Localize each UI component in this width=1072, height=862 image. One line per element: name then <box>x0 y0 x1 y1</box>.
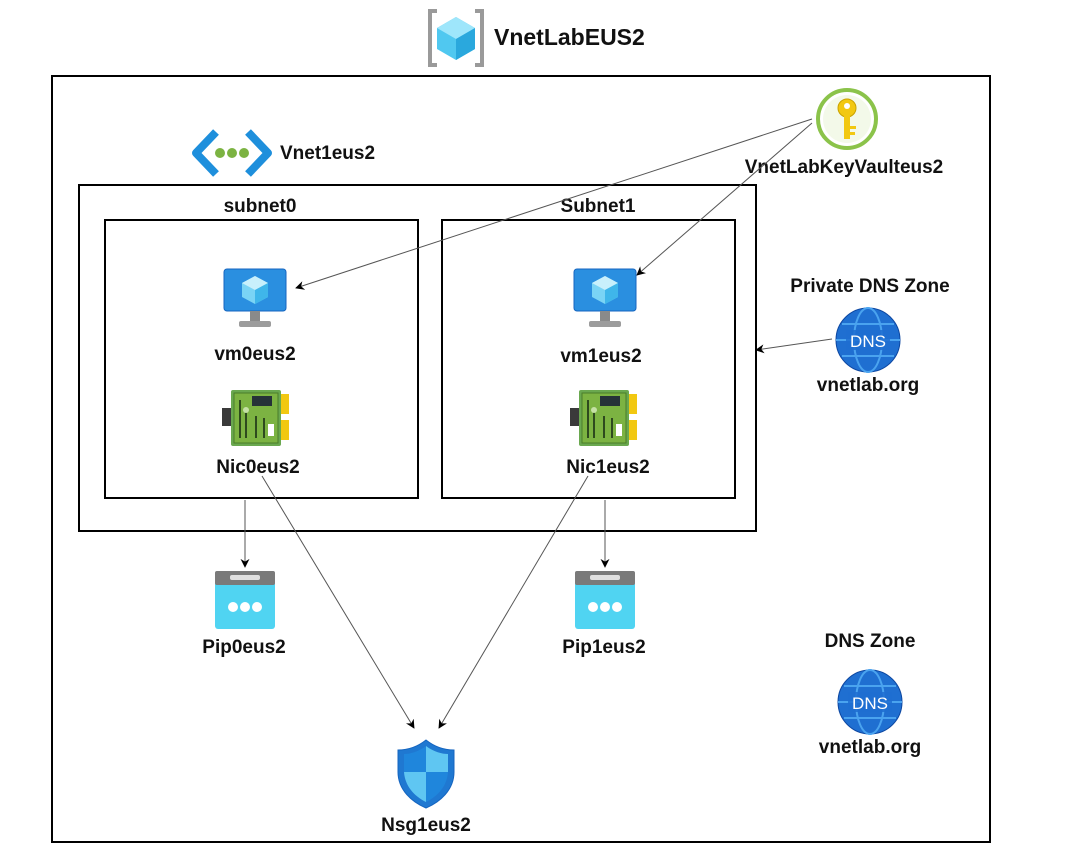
nic0-label: Nic0eus2 <box>216 457 300 478</box>
dns-zone-icon: DNS <box>835 307 901 373</box>
dns-zone-heading: DNS Zone <box>824 631 916 652</box>
resource-group-title: VnetLabEUS2 <box>494 24 645 50</box>
privatedns-to-vnet-arrow <box>755 338 833 354</box>
private-dns-icon-text: DNS <box>850 332 886 351</box>
key-vault-icon <box>816 88 878 150</box>
subnet0-label: subnet0 <box>223 196 297 217</box>
nic1-to-nsg-arrow <box>438 475 589 729</box>
resource-group-icon <box>428 9 484 67</box>
vnet-label: Vnet1eus2 <box>280 143 376 164</box>
vm0-label: vm0eus2 <box>214 344 296 365</box>
nic1-label: Nic1eus2 <box>566 457 650 478</box>
subnet1-container <box>441 219 736 499</box>
private-dns-heading: Private DNS Zone <box>790 276 950 297</box>
virtual-machine-icon <box>223 268 287 327</box>
virtual-machine-icon <box>573 268 637 327</box>
subnet0-container <box>104 219 419 499</box>
pip0-label: Pip0eus2 <box>202 637 286 658</box>
public-ip-icon <box>215 571 275 629</box>
vnet-container <box>78 184 757 532</box>
network-security-group-icon <box>397 739 455 809</box>
keyvault-to-vm1-arrow <box>636 122 813 276</box>
vm1-label: vm1eus2 <box>560 346 642 367</box>
subnet1-label: Subnet1 <box>560 196 636 217</box>
network-interface-icon <box>570 390 637 446</box>
dns-zone-icon-text: DNS <box>852 694 888 713</box>
key-vault-label: VnetLabKeyVaulteus2 <box>744 157 944 178</box>
dns-zone-icon: DNS <box>837 669 903 735</box>
nic0-to-nsg-arrow <box>261 475 415 729</box>
pip1-label: Pip1eus2 <box>562 637 646 658</box>
resource-group-container <box>51 75 991 843</box>
network-interface-icon <box>222 390 289 446</box>
virtual-network-icon <box>192 129 272 177</box>
public-ip-icon <box>575 571 635 629</box>
dns-zone-name: vnetlab.org <box>818 737 922 758</box>
private-dns-name: vnetlab.org <box>816 375 920 396</box>
keyvault-to-vm0-arrow <box>295 118 813 290</box>
nsg-label: Nsg1eus2 <box>381 815 471 836</box>
